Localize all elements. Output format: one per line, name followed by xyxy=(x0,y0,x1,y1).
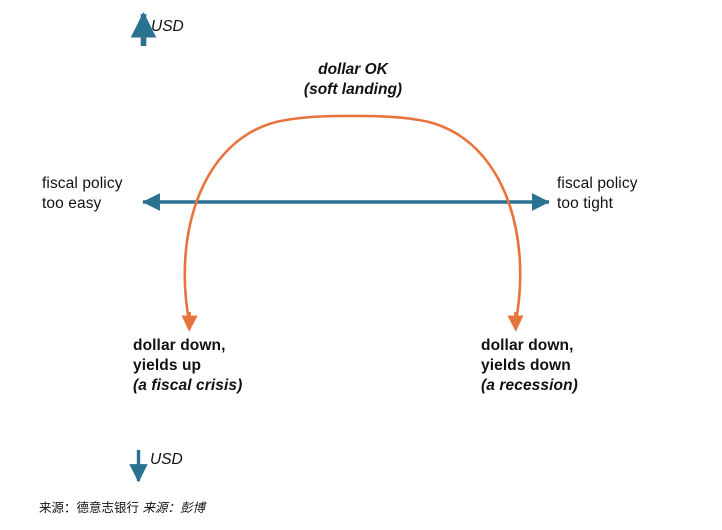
soft-landing-line-2: (soft landing) xyxy=(303,81,403,99)
axis-label-left-line-1: fiscal policy xyxy=(42,175,123,192)
source-note: 来源：德意志银行 来源：彭博 xyxy=(39,497,205,516)
axis-label-right-line-1: fiscal policy xyxy=(557,175,638,192)
fiscal-crisis-line-3: (a fiscal crisis) xyxy=(133,376,243,394)
fiscal-crisis-line-2: yields up xyxy=(133,356,202,374)
recession-line-1: dollar down, xyxy=(481,337,574,354)
axis-label-left-line-2: too easy xyxy=(42,194,102,212)
axis-label-right: fiscal policy too tight xyxy=(557,174,638,214)
source-secondary: 来源：彭博 xyxy=(142,501,206,515)
fiscal-crisis-line-1: dollar down, xyxy=(133,337,226,354)
soft-landing-arc xyxy=(183,114,522,328)
usd-down-label: USD xyxy=(150,451,183,468)
outcome-fiscal-crisis: dollar down, yields up (a fiscal crisis) xyxy=(133,336,242,395)
axis-label-right-line-2: too tight xyxy=(557,194,614,212)
recession-line-2: yields down xyxy=(481,356,571,374)
recession-line-3: (a recession) xyxy=(481,376,578,394)
soft-landing-line-1: dollar OK xyxy=(318,61,388,78)
usd-up-label: USD xyxy=(151,18,184,35)
outcome-soft-landing: dollar OK (soft landing) xyxy=(255,60,451,101)
source-primary: 来源：德意志银行 xyxy=(39,501,140,515)
outcome-recession: dollar down, yields down (a recession) xyxy=(481,336,578,395)
axis-label-left: fiscal policy too easy xyxy=(42,174,123,214)
